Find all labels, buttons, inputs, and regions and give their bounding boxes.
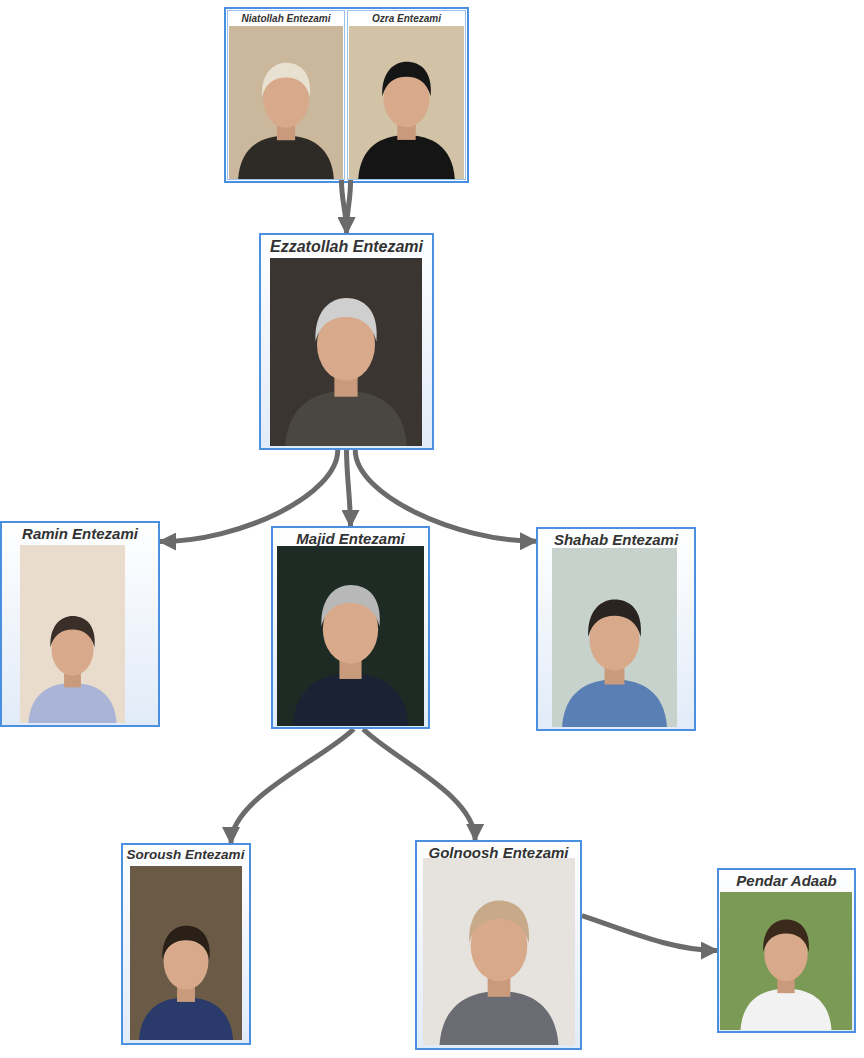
person-name: Ezzatollah Entezami <box>270 237 423 256</box>
portrait <box>285 298 407 446</box>
photo <box>270 258 422 446</box>
box-ground <box>536 527 696 731</box>
box-ground <box>0 521 160 727</box>
box-ground <box>271 526 430 729</box>
person-name: Ozra Entezami <box>372 13 441 25</box>
person-box: Soroush Entezami <box>121 843 251 1045</box>
person-box: Ramin Entezami <box>0 521 160 727</box>
parent-child-arrow <box>347 450 351 526</box>
parent-child-arrow <box>363 729 475 840</box>
photo <box>552 548 677 727</box>
portrait <box>562 600 667 728</box>
name-line: Ramin Entezami <box>2 523 158 543</box>
box-ground <box>259 233 434 450</box>
person-name: Pendar Adaab <box>736 872 836 890</box>
person-box: Niatollah Entezami <box>227 10 345 180</box>
photo <box>130 866 242 1040</box>
portrait <box>741 920 832 1031</box>
name-line: Pendar Adaab <box>719 870 854 890</box>
name-line: Soroush Entezami <box>123 845 249 863</box>
parent-child-arrow <box>347 180 351 233</box>
portrait <box>358 62 455 179</box>
parent-child-arrow <box>582 916 717 951</box>
portrait <box>139 926 233 1040</box>
person-box: Ezzatollah Entezami <box>259 233 434 450</box>
person-box: Shahab Entezami <box>536 527 696 731</box>
box-ground <box>717 868 856 1033</box>
portrait <box>28 616 116 723</box>
person-name: Soroush Entezami <box>127 847 245 863</box>
photo <box>229 26 343 179</box>
portrait <box>238 63 334 179</box>
person-name: Ramin Entezami <box>22 525 138 543</box>
photo <box>349 26 464 179</box>
box-ground <box>415 840 582 1050</box>
name-line: Ozra Entezami <box>348 11 465 25</box>
person-box: Ozra Entezami <box>347 10 466 180</box>
parent-child-arrow <box>231 729 354 843</box>
name-line: Majid Entezami <box>273 528 428 548</box>
person-box: Pendar Adaab <box>717 868 856 1033</box>
person-name: Niatollah Entezami <box>242 13 331 25</box>
box-ground <box>122 843 249 1045</box>
portrait <box>292 585 408 726</box>
photo <box>720 892 852 1030</box>
person-name: Shahab Entezami <box>554 531 678 549</box>
person-name: Golnoosh Entezami <box>428 844 568 862</box>
photo <box>423 858 575 1045</box>
person-name: Majid Entezami <box>296 530 404 548</box>
name-line: Golnoosh Entezami <box>417 842 580 862</box>
portrait <box>440 901 559 1046</box>
photo <box>20 545 125 723</box>
person-box: Majid Entezami <box>271 526 430 729</box>
name-line: Ezzatollah Entezami <box>261 235 432 256</box>
parents-frame <box>225 8 468 182</box>
person-box: Golnoosh Entezami <box>415 840 582 1050</box>
name-line: Shahab Entezami <box>538 529 694 549</box>
name-line: Niatollah Entezami <box>228 11 344 25</box>
photo <box>277 546 424 726</box>
